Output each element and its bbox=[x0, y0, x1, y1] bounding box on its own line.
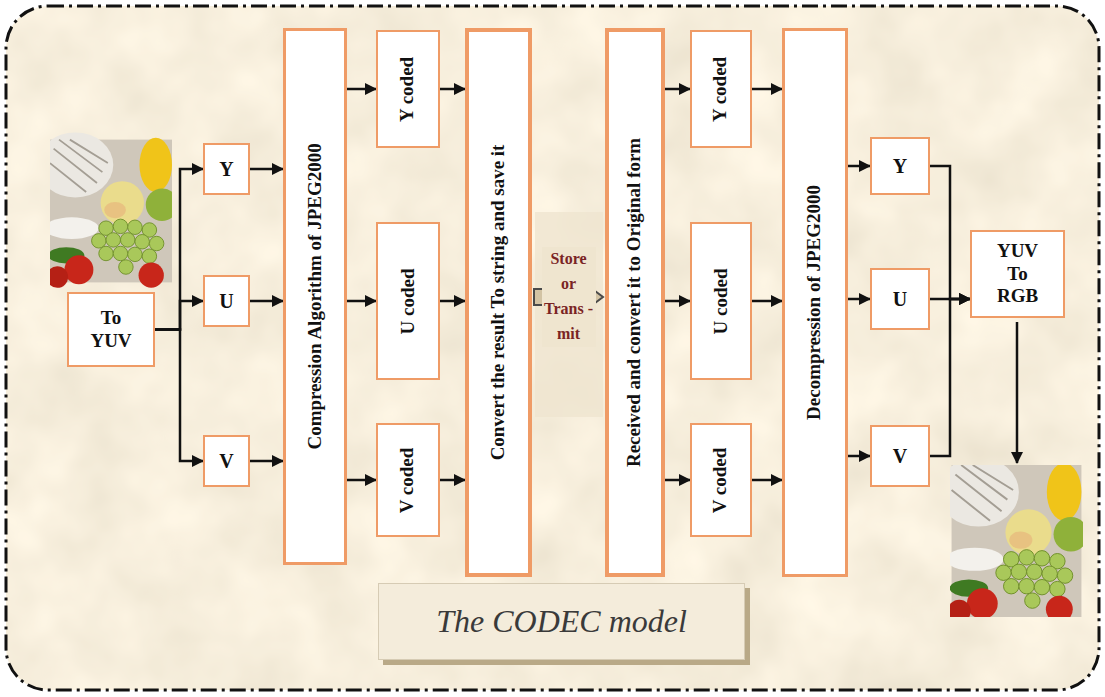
output-image bbox=[938, 457, 1088, 622]
box-label: V bbox=[219, 449, 233, 473]
box-label: U bbox=[893, 287, 907, 311]
flow-arrow bbox=[440, 479, 465, 482]
vertical-label: V coded bbox=[398, 447, 419, 513]
vertical-label: Decompression of JPEG2000 bbox=[805, 185, 826, 420]
dash-dot-frame bbox=[6, 6, 1099, 690]
coded-box: U coded bbox=[376, 222, 440, 380]
flow-arrow bbox=[250, 300, 283, 303]
flow-arrow bbox=[752, 479, 782, 482]
flow-arrow bbox=[848, 455, 870, 458]
channel-box: V bbox=[870, 425, 930, 487]
input-image bbox=[37, 132, 178, 287]
channel-box: Y bbox=[203, 143, 250, 195]
flow-arrow bbox=[930, 299, 970, 456]
process-band: Compression Algorithm of JPEG2000 bbox=[283, 28, 347, 565]
edge-label: Store or Trans -mit bbox=[542, 247, 596, 346]
light-panel bbox=[535, 212, 603, 417]
caption-text: The CODEC model bbox=[436, 603, 687, 640]
coded-box: V coded bbox=[690, 423, 752, 537]
flow-arrow bbox=[250, 168, 283, 171]
process-band: Received and convert it to Original form bbox=[605, 28, 665, 577]
process-box: YUV To RGB bbox=[970, 230, 1065, 318]
flow-arrow bbox=[848, 298, 870, 301]
flow-arrow bbox=[250, 460, 283, 463]
flow-arrow bbox=[665, 479, 690, 482]
process-box: To YUV bbox=[67, 292, 155, 367]
vertical-label: Received and convert it to Original form bbox=[625, 138, 646, 467]
flow-arrow bbox=[848, 165, 870, 168]
box-label: Y bbox=[893, 154, 907, 178]
flow-arrow bbox=[155, 169, 203, 330]
flow-arrow bbox=[440, 88, 465, 91]
vertical-label: Compression Algorithm of JPEG2000 bbox=[305, 143, 326, 449]
flow-arrow bbox=[347, 300, 376, 303]
box-label: YUV To RGB bbox=[993, 240, 1043, 308]
process-band: Decompression of JPEG2000 bbox=[782, 28, 848, 577]
box-label: To YUV bbox=[86, 307, 136, 353]
flow-arrow bbox=[930, 166, 970, 299]
flow-arrow bbox=[752, 300, 782, 303]
caption-box: The CODEC model bbox=[378, 583, 745, 660]
vertical-label: Convert the result To string and save it bbox=[488, 145, 509, 461]
flow-arrow bbox=[665, 300, 690, 303]
paper-ground bbox=[6, 6, 1099, 690]
coded-box: Y coded bbox=[690, 30, 752, 148]
flow-arrow bbox=[347, 479, 376, 482]
flow-arrow bbox=[752, 88, 782, 91]
channel-box: U bbox=[870, 268, 930, 330]
channel-box: U bbox=[203, 275, 250, 327]
output-arrow bbox=[1016, 322, 1019, 463]
vertical-label: V coded bbox=[711, 447, 732, 513]
vertical-label: Y coded bbox=[398, 56, 419, 121]
flow-arrow bbox=[155, 301, 203, 330]
coded-box: U coded bbox=[690, 222, 752, 380]
flow-arrow bbox=[155, 330, 203, 462]
flow-arrow bbox=[665, 88, 690, 91]
box-label: U bbox=[219, 289, 233, 313]
coded-box: V coded bbox=[376, 423, 440, 537]
channel-box: Y bbox=[870, 137, 930, 195]
box-label: V bbox=[893, 444, 907, 468]
vertical-label: U coded bbox=[711, 268, 732, 334]
flow-arrow bbox=[347, 88, 376, 91]
channel-box: V bbox=[203, 435, 250, 487]
vertical-label: U coded bbox=[398, 268, 419, 334]
process-band: Convert the result To string and save it bbox=[465, 28, 532, 577]
box-label: Y bbox=[219, 157, 233, 181]
coded-box: Y coded bbox=[376, 30, 440, 148]
vertical-label: Y coded bbox=[711, 56, 732, 121]
flow-arrow bbox=[440, 300, 465, 303]
